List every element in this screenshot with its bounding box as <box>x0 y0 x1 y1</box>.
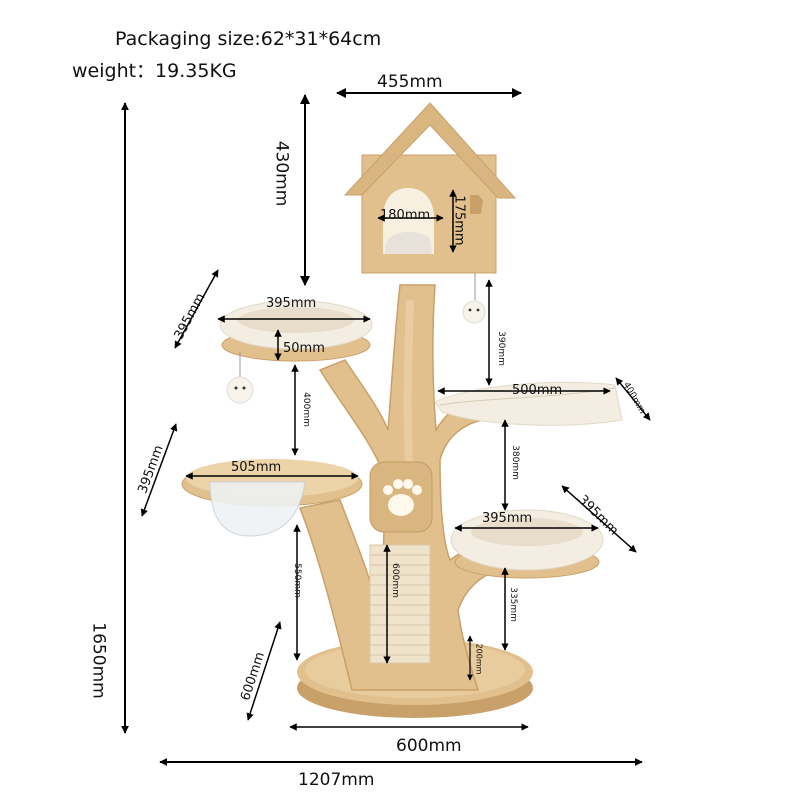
scratch-post <box>369 544 431 664</box>
house-height-label: 430mm <box>271 140 292 207</box>
bowl-width-label: 505mm <box>231 460 282 475</box>
packaging-size-text: Packaging size:62*31*64cm <box>115 28 382 50</box>
right-gap-middle-label: 380mm <box>509 445 520 480</box>
left-lower-gap-label: 550mm <box>291 563 302 598</box>
hanging-toy-right <box>462 273 486 324</box>
base-width-label: 600mm <box>396 736 462 756</box>
weight-text: weight：19.35KG <box>72 60 237 82</box>
hammock-width-label: 500mm <box>512 383 563 398</box>
top-left-bed <box>219 300 373 362</box>
top-bed-width-label: 395mm <box>266 296 317 311</box>
right-gap-top-label: 390mm <box>495 331 506 366</box>
lower-bed-width-label: 395mm <box>482 511 533 526</box>
right-lower-gap-label: 335mm <box>507 587 518 622</box>
cat-house <box>343 102 517 274</box>
hanging-toy-left <box>226 352 254 404</box>
step-height-label: 200mm <box>474 643 484 675</box>
total-width-label: 1207mm <box>298 770 375 790</box>
dimension-arrows <box>121 88 651 766</box>
scratch-height-label: 600mm <box>389 563 400 598</box>
house-door-label: 180mm <box>380 208 431 223</box>
house-width-label: 455mm <box>377 72 443 92</box>
total-height-label: 1650mm <box>88 622 109 699</box>
top-bed-thickness-label: 50mm <box>283 341 325 356</box>
top-left-gap-label: 400mm <box>300 392 311 427</box>
house-door-height-label: 175mm <box>451 195 467 246</box>
paw-panel <box>369 461 433 533</box>
